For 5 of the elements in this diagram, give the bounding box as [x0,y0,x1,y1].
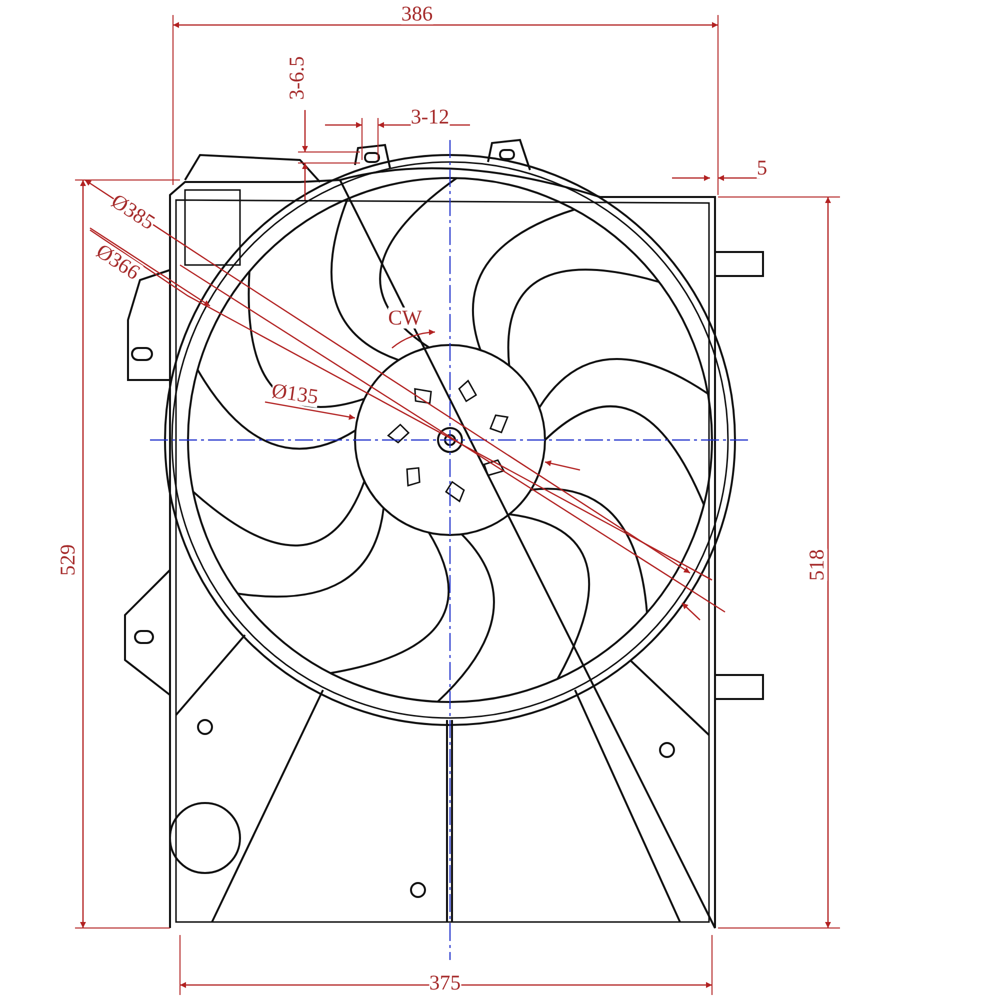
dimension-label: 5 [756,158,768,178]
rotation-label: CW [388,308,422,328]
dimension-label: 386 [401,4,433,24]
dimension-label: 518 [806,549,828,581]
dimension-label: 3-12 [410,106,450,128]
